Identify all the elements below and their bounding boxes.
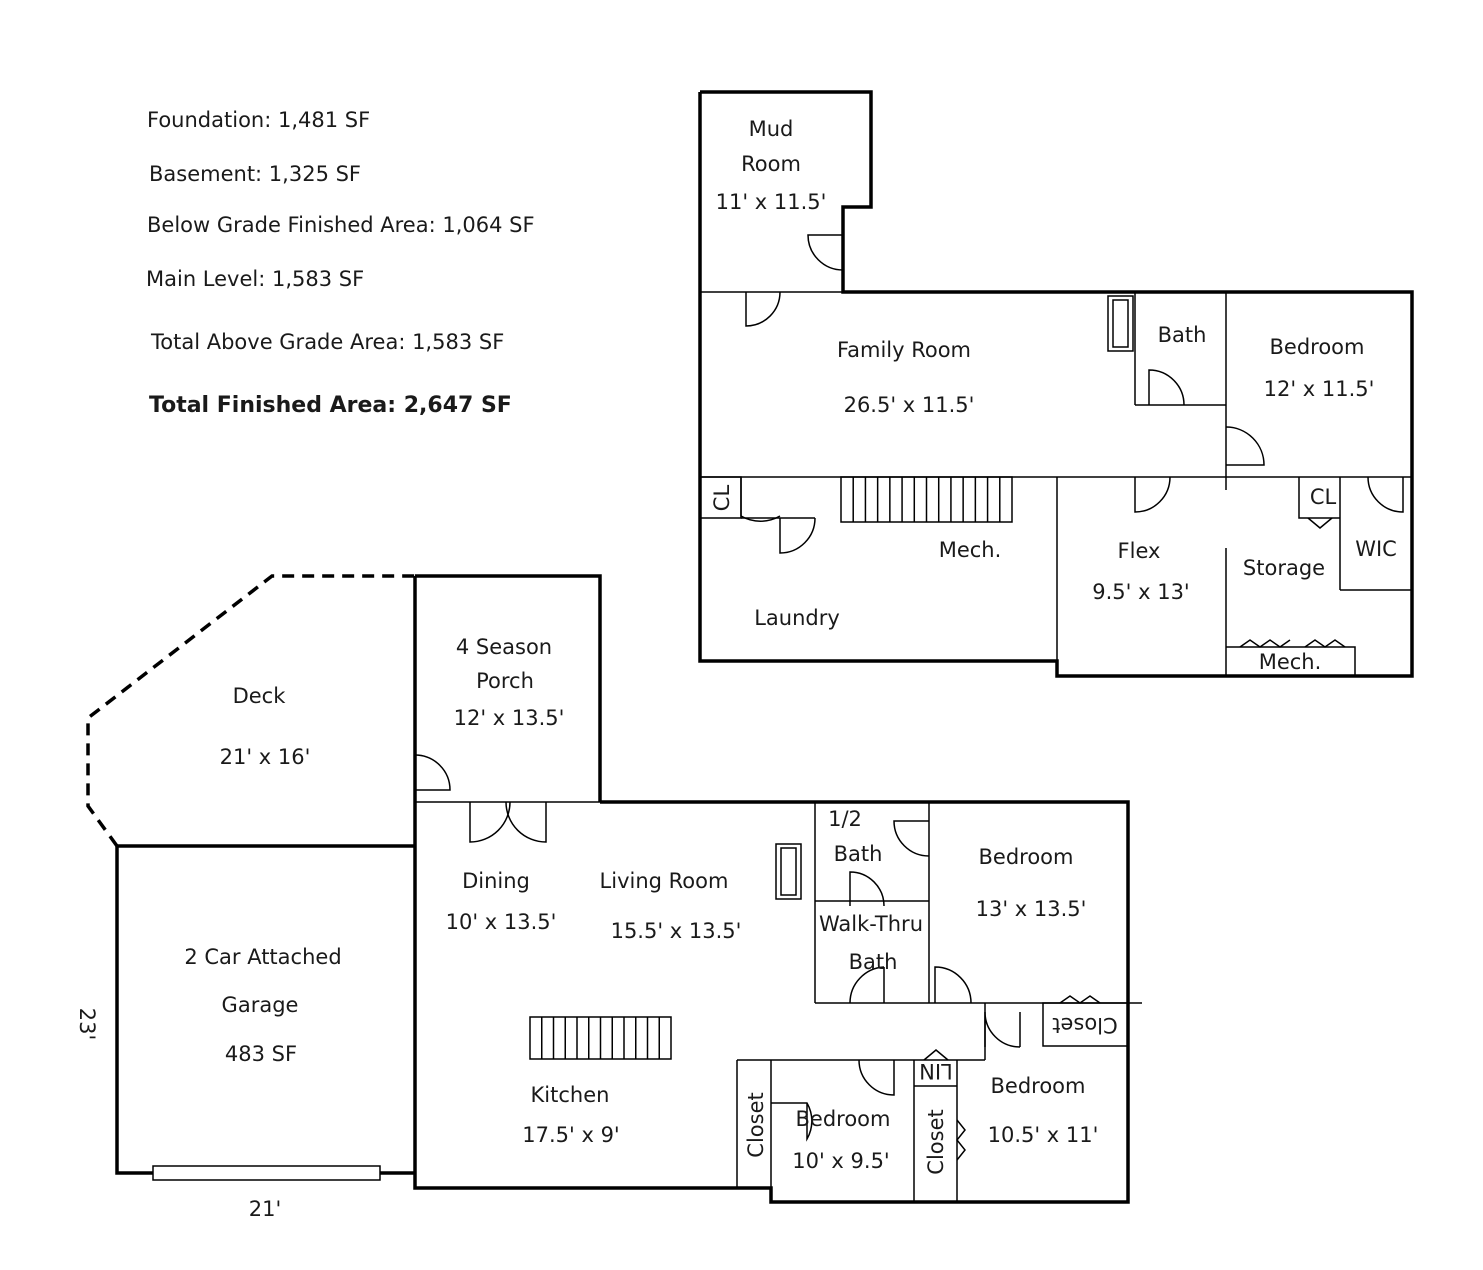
garage-area: 483 SF	[225, 1042, 297, 1066]
lower-bedroom-label: Bedroom	[1270, 335, 1365, 359]
area-stats: Foundation: 1,481 SF Basement: 1,325 SF …	[146, 108, 535, 418]
stat-basement: Basement: 1,325 SF	[149, 162, 361, 186]
lower-mech-label: Mech.	[939, 538, 1002, 562]
family-room-label: Family Room	[837, 338, 971, 362]
bedroom2-dims: 10.5' x 11'	[988, 1123, 1099, 1147]
bedroom2-label: Bedroom	[991, 1074, 1086, 1098]
garage-width: 21'	[249, 1197, 282, 1221]
lower-cl-right-label: CL	[1310, 485, 1337, 509]
porch-label-2: Porch	[476, 669, 534, 693]
walk-thru-label-2: Bath	[849, 950, 898, 974]
family-room-dims: 26.5' x 11.5'	[844, 393, 975, 417]
main-stairs	[529, 1016, 672, 1060]
bedroom1-label: Bedroom	[979, 845, 1074, 869]
main-level-labels: Deck 21' x 16' 4 Season Porch 12' x 13.5…	[75, 635, 1118, 1221]
bedroom3-label: Bedroom	[796, 1107, 891, 1131]
closet-b-label: Closet	[924, 1109, 948, 1174]
storage-label: Storage	[1243, 556, 1325, 580]
main-level-walls	[86, 574, 1142, 1204]
laundry-label: Laundry	[754, 606, 840, 630]
lower-bedroom-dims: 12' x 11.5'	[1264, 377, 1375, 401]
dining-dims: 10' x 13.5'	[446, 910, 557, 934]
living-room-dims: 15.5' x 13.5'	[611, 919, 742, 943]
lower-stairs	[840, 476, 1013, 523]
kitchen-dims: 17.5' x 9'	[522, 1123, 619, 1147]
lower-mech2-label: Mech.	[1259, 650, 1322, 674]
wic-label: WIC	[1355, 537, 1397, 561]
mud-room-dims: 11' x 11.5'	[716, 190, 827, 214]
mud-room-label-1: Mud	[749, 117, 794, 141]
half-bath-label-1: 1/2	[828, 807, 862, 831]
closet-a-label: Closet	[744, 1092, 768, 1157]
porch-dims: 12' x 13.5'	[454, 706, 565, 730]
stat-total-above-grade: Total Above Grade Area: 1,583 SF	[150, 330, 504, 354]
deck-dims: 21' x 16'	[220, 745, 311, 769]
lower-bath-label: Bath	[1158, 323, 1207, 347]
stat-total-finished: Total Finished Area: 2,647 SF	[149, 393, 512, 418]
dining-label: Dining	[462, 869, 530, 893]
garage-depth: 23'	[75, 1008, 99, 1041]
flex-dims: 9.5' x 13'	[1092, 580, 1189, 604]
kitchen-label: Kitchen	[531, 1083, 610, 1107]
stat-main-level: Main Level: 1,583 SF	[146, 267, 364, 291]
flex-label: Flex	[1118, 539, 1161, 563]
stat-below-grade: Below Grade Finished Area: 1,064 SF	[147, 213, 535, 237]
half-bath-label-2: Bath	[834, 842, 883, 866]
lower-cl-left-label: CL	[710, 485, 734, 512]
walk-thru-label-1: Walk-Thru	[819, 912, 923, 936]
bedroom1-dims: 13' x 13.5'	[976, 897, 1087, 921]
bedroom3-dims: 10' x 9.5'	[792, 1149, 889, 1173]
living-room-label: Living Room	[600, 869, 729, 893]
closet-flipped-label: Closet	[1052, 1013, 1117, 1037]
lower-level-labels: Mud Room 11' x 11.5' Family Room 26.5' x…	[710, 117, 1397, 674]
garage-label-1: 2 Car Attached	[184, 945, 341, 969]
garage-label-2: Garage	[222, 993, 299, 1017]
lin-label: LIN	[919, 1059, 953, 1083]
deck-label: Deck	[233, 684, 287, 708]
mud-room-label-2: Room	[741, 152, 801, 176]
main-doors	[414, 754, 1101, 1161]
lower-doors	[740, 234, 1404, 648]
lower-level-walls	[698, 90, 1414, 678]
porch-label-1: 4 Season	[456, 635, 552, 659]
stat-foundation: Foundation: 1,481 SF	[147, 108, 370, 132]
